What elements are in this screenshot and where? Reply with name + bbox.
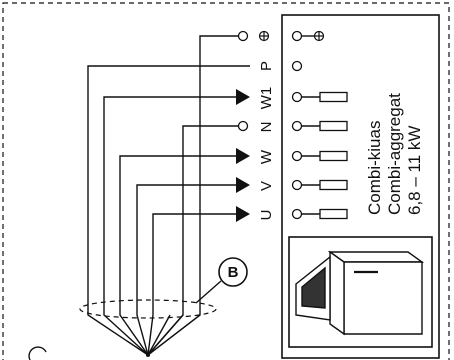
terminal-label-p: P xyxy=(258,61,275,71)
resistor-w xyxy=(319,150,348,162)
heater-illustration-frame xyxy=(288,236,433,348)
terminal-label-w: W xyxy=(258,149,275,164)
resistor-w1 xyxy=(319,91,348,103)
terminal-earth-left xyxy=(237,30,249,42)
terminal-n-left xyxy=(237,120,249,132)
earth-symbol-right xyxy=(313,30,325,42)
terminal-u-right xyxy=(291,208,303,220)
heater-label-line2: Combi-aggregat xyxy=(385,93,404,215)
wire-w xyxy=(119,155,236,356)
heater-label-line1: Combi-kiuas xyxy=(365,121,384,215)
arrow-w1 xyxy=(236,89,250,105)
wire-v xyxy=(136,184,236,356)
arrow-u xyxy=(236,206,250,222)
wire-u xyxy=(147,213,236,356)
terminal-label-n: N xyxy=(258,122,275,133)
terminal-p-right xyxy=(291,60,303,72)
heater-illustration xyxy=(295,250,425,336)
earth-symbol-left xyxy=(258,30,270,42)
terminal-label-w1: W1 xyxy=(258,87,275,110)
terminal-n-right xyxy=(291,120,303,132)
terminal-v-right xyxy=(291,179,303,191)
cable-bundle-ellipse xyxy=(79,299,217,319)
callout-b-leader xyxy=(195,280,222,304)
fan-line-2 xyxy=(147,314,201,356)
resistor-u xyxy=(319,208,348,220)
wire-w1 xyxy=(103,96,236,356)
heater-label-group: Combi-kiuas Combi-aggregat 6,8 – 11 kW xyxy=(365,93,424,215)
arrow-w xyxy=(236,148,250,164)
fan-line-0 xyxy=(147,314,171,356)
arrow-v xyxy=(236,177,250,193)
terminal-w1-right xyxy=(291,91,303,103)
terminal-label-u: U xyxy=(258,210,275,221)
resistor-n xyxy=(319,120,348,132)
resistor-v xyxy=(319,179,348,191)
fan-line-1 xyxy=(147,314,184,356)
terminal-label-v: V xyxy=(258,181,275,191)
partial-circle-bottom-left xyxy=(28,346,47,360)
terminal-earth-right xyxy=(291,30,303,42)
callout-b-circle xyxy=(218,257,248,287)
heater-unit-box xyxy=(281,14,440,359)
terminal-w-right xyxy=(291,150,303,162)
callout-b-label: B xyxy=(228,264,239,281)
wire-earth xyxy=(147,35,238,356)
heater-label-line3: 6,8 – 11 kW xyxy=(405,126,424,215)
wire-p xyxy=(87,65,250,356)
wire-layer xyxy=(28,30,348,360)
